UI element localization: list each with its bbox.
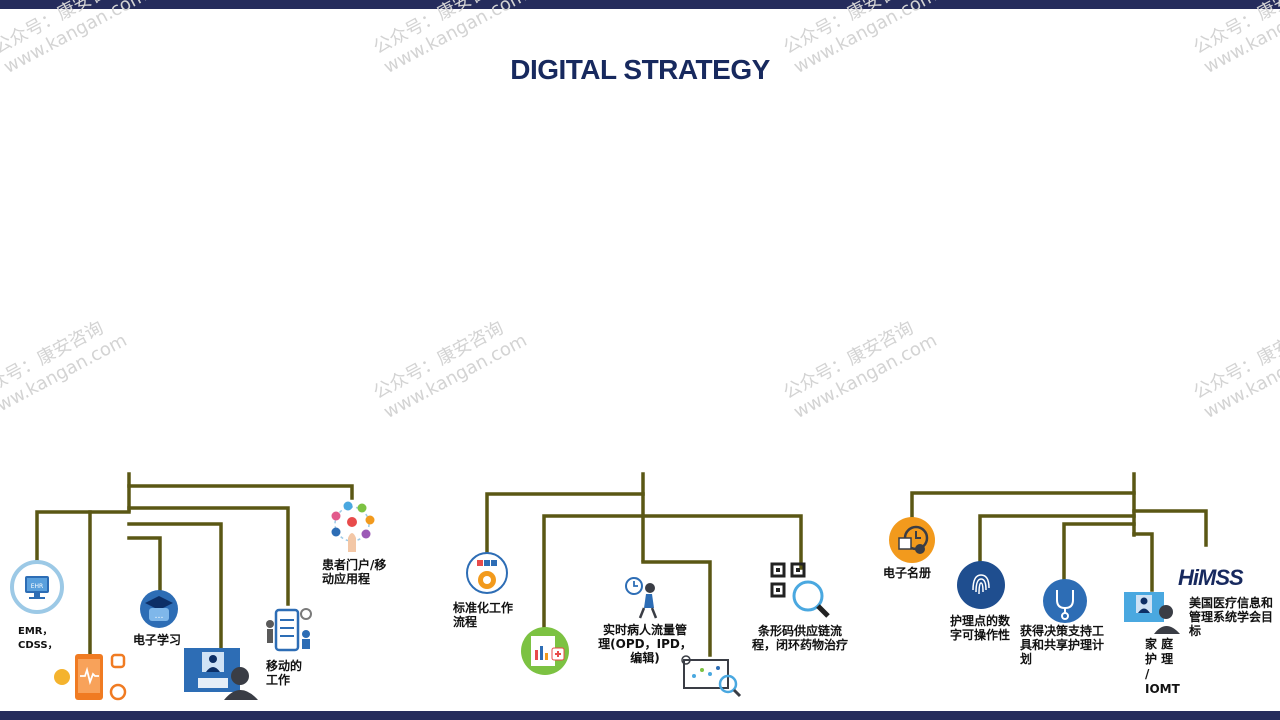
e-learning-label: 电子学习 [133, 633, 182, 647]
stethoscope-icon [1043, 579, 1087, 623]
standard-workflow-label: 标准化工作流程 [453, 601, 514, 629]
page-title: DIGITAL STRATEGY [510, 54, 770, 85]
mobile-work-icon [266, 608, 312, 652]
himss-goal-label: 美国医疗信息和管理系统学会目标 [1189, 596, 1274, 638]
barcode-label: 条形码供应链流程，闭环药物治疗 [751, 624, 848, 652]
emr-monitor-icon: EHR [10, 560, 64, 614]
himss-logo: HiMSS [1178, 565, 1244, 590]
patient-portal-label: 患者门户/移动应用程 [322, 558, 387, 586]
fingerprint-icon [957, 561, 1005, 609]
stethoscope-label: 获得决策支持工具和共享护理计划 [1020, 624, 1105, 666]
patient-flow-label: 实时病人流量管理(OPD，IPD，编辑) [598, 623, 692, 665]
mobile-health-icon [54, 653, 127, 701]
top-bar [0, 0, 1280, 9]
mobile-work-label: 移动的工作 [266, 659, 303, 687]
standard-workflow-icon [466, 552, 508, 594]
svg-text:EHR: EHR [31, 583, 43, 590]
telemedicine-icon [184, 648, 258, 700]
barcode-icon [770, 562, 830, 618]
home-care-icon [1124, 592, 1180, 634]
patient-portal-icon [331, 501, 375, 552]
fingerprint-label: 护理点的数字可操作性 [950, 614, 1011, 642]
e-roster-icon [889, 517, 935, 563]
home-care-label: 家 庭 护 理 / IOMT [1145, 637, 1180, 696]
e-roster-label: 电子名册 [883, 566, 932, 580]
emr-label: EMR，CDSS， [18, 626, 58, 651]
e-learning-icon: … [140, 590, 178, 628]
data-analysis-icon [681, 655, 742, 698]
patient-flow-icon [625, 577, 658, 619]
svg-text:…: … [155, 611, 164, 621]
report-icon [521, 627, 569, 675]
bottom-bar [0, 711, 1280, 720]
